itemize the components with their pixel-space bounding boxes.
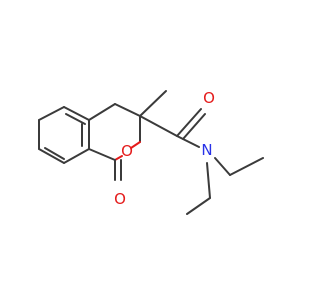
bond: [176, 108, 202, 137]
bond: [63, 148, 90, 164]
bond: [114, 155, 123, 161]
structure-diagram: O N O O: [38, 89, 264, 215]
bond: [176, 135, 200, 148]
bond: [229, 157, 264, 176]
bond: [114, 103, 141, 117]
molecule-canvas: O N O O: [38, 89, 264, 215]
bond: [38, 106, 65, 121]
benzene-ring: [38, 106, 90, 164]
bond: [182, 113, 206, 140]
bond: [139, 115, 178, 137]
bond: [206, 162, 211, 199]
ring-oxygen-label: O: [121, 142, 133, 160]
bond: [65, 113, 86, 125]
amide-carbonyl-oxygen-label: O: [203, 89, 215, 107]
bond: [63, 106, 90, 121]
amide-nitrogen-label: N: [201, 141, 212, 159]
bond: [214, 157, 231, 176]
bond: [130, 141, 141, 149]
bond: [88, 103, 116, 121]
bond: [88, 148, 116, 161]
lactone-ring: [88, 103, 141, 181]
bond: [186, 197, 211, 215]
lactone-carbonyl-oxygen-label: O: [114, 190, 126, 208]
amide-group: [139, 108, 264, 215]
bond: [38, 148, 65, 164]
methyl-bond: [139, 90, 167, 117]
bond: [44, 147, 65, 160]
